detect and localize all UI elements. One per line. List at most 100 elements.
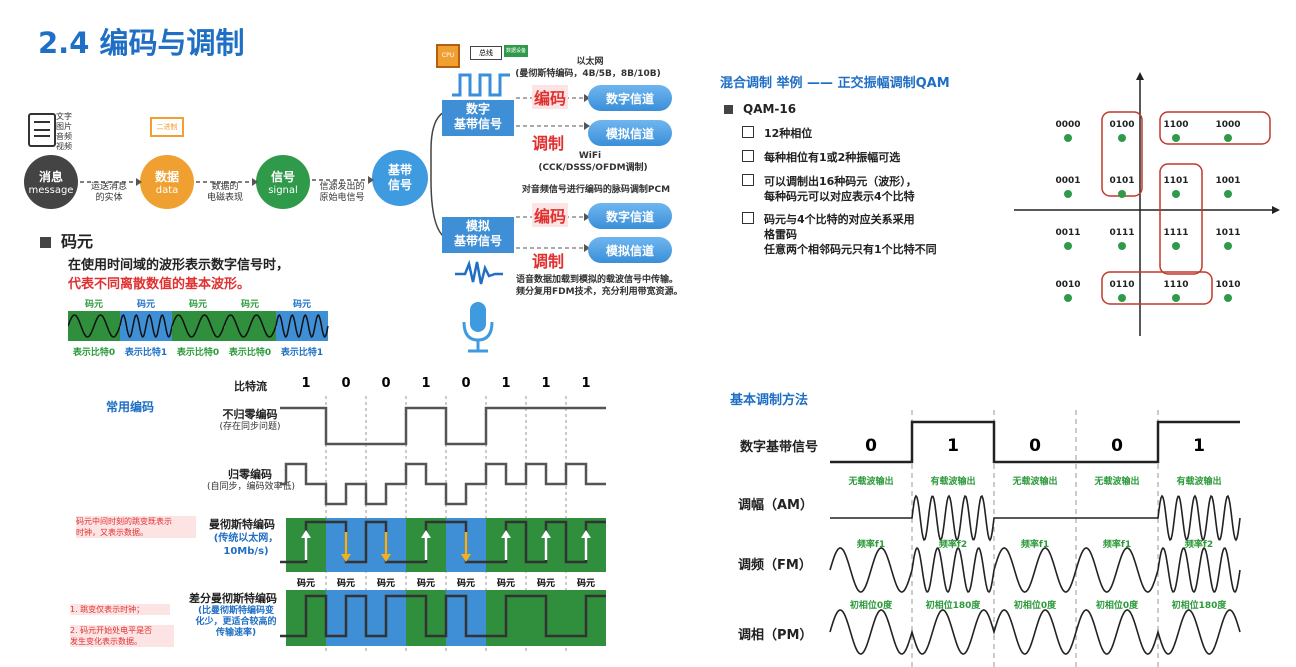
qam-point [1224, 242, 1232, 250]
arrowhead-icon [381, 554, 391, 562]
code-elem-bit: 表示比特0 [176, 348, 220, 358]
bit-value: 1 [581, 376, 591, 391]
mod-annotation: 初相位0度 [1013, 601, 1057, 611]
mod-annotation: 初相位0度 [1095, 601, 1139, 611]
message-en: message [28, 185, 74, 196]
data-en: data [155, 185, 179, 196]
nrz-waveform [280, 406, 606, 446]
modulate-label-1: 调制 [532, 134, 565, 153]
mod-annotation: 频率f1 [1020, 540, 1050, 550]
qam-point [1172, 242, 1180, 250]
qam-point-label: 1011 [1215, 228, 1241, 238]
cpu-icon: CPU [436, 44, 460, 68]
ethernet-label: 以太网 [576, 57, 604, 67]
code-elem-wave [275, 314, 329, 338]
bit-value: 0 [381, 376, 391, 391]
qam-point-label: 0111 [1109, 228, 1135, 238]
checkbox-square-icon [742, 150, 754, 162]
code-elem-wave [68, 314, 121, 338]
diff-side-1: 1. 跳变仅表示时钟； [70, 604, 170, 615]
arrowhead-icon [341, 554, 351, 562]
qam-constellation [1014, 72, 1280, 336]
checkbox-square-icon [742, 174, 754, 186]
ethernet-codes: (曼彻斯特编码，4B/5B，8B/10B) [515, 69, 661, 79]
code-unit-label: 码元 [576, 579, 595, 589]
fm-waveform [829, 546, 1241, 594]
qam-point-label: 0001 [1055, 176, 1081, 186]
y-arrow-icon [1136, 72, 1144, 80]
code-unit-label: 码元 [536, 579, 555, 589]
modulation-waveforms [829, 410, 1241, 667]
bit-value: 1 [541, 376, 551, 391]
qam-point-label: 0010 [1055, 280, 1081, 290]
fdm-note-2: 频分复用FDM技术，充分利用带宽资源。 [516, 287, 683, 297]
arrowhead-icon [541, 530, 551, 538]
qam-point [1224, 294, 1232, 302]
qam-point-label: 0000 [1055, 120, 1081, 130]
mod-annotation: 频率f1 [1102, 540, 1132, 550]
checkbox-square-icon [742, 212, 754, 224]
qam-item-text: 可以调制出16种码元（波形）， 每种码元可以对应表示4个比特 [764, 175, 917, 203]
code-elem-bit: 表示比特0 [72, 348, 116, 358]
qam-point [1118, 242, 1126, 250]
signal-zh: 信号 [270, 170, 295, 184]
analog-channel-1: 模拟信道 [588, 120, 672, 146]
encode-label-2: 编码 [532, 203, 569, 227]
code-unit-label: 码元 [416, 579, 435, 589]
code-elem-label: 码元 [136, 300, 155, 310]
mod-annotation: 初相位180度 [925, 601, 981, 611]
mod-annotation: 频率f1 [856, 540, 886, 550]
wifi-mod: (CCK/DSSS/OFDM调制) [538, 163, 648, 173]
qam-group-outline [1101, 271, 1213, 305]
qam-item: 12种相位 [742, 126, 812, 141]
manchester-note: (传统以太网， 10Mb/s) [213, 533, 279, 557]
mod-annotation: 无载波输出 [1012, 477, 1058, 487]
qam-group-outline [1159, 111, 1271, 145]
data-node: 数据 data [140, 155, 194, 209]
am-label: 调幅（AM） [738, 498, 813, 513]
code-elem-wave [171, 314, 225, 338]
signal-node: 信号 signal [256, 155, 310, 209]
digital-base-label: 数字基带信号 [740, 440, 819, 455]
qam-point [1118, 134, 1126, 142]
qam-item-text: 12种相位 [764, 127, 813, 140]
mod-annotation: 无载波输出 [848, 477, 894, 487]
qam-point-label: 1010 [1215, 280, 1241, 290]
bullet-square-icon [40, 237, 51, 248]
qam-group-outline [1159, 163, 1203, 275]
bitstream-label: 比特流 [234, 380, 267, 393]
wifi-label: WiFi [578, 151, 602, 161]
bus-label: 总线 [470, 46, 502, 60]
code-elem-desc-2: 代表不同离散数值的基本波形。 [68, 277, 251, 292]
rz-waveform [280, 462, 606, 506]
data-zh: 数据 [154, 170, 179, 184]
code-elem-bit: 表示比特1 [280, 348, 324, 358]
mod-annotation: 有载波输出 [1176, 477, 1222, 487]
qam-item: 每种相位有1或2种振幅可选 [742, 150, 900, 165]
qam-point-label: 1101 [1163, 176, 1189, 186]
qam-point [1064, 190, 1072, 198]
code-unit-label: 码元 [296, 579, 315, 589]
mod-annotation: 频率f2 [938, 540, 968, 550]
message-zh: 消息 [38, 170, 63, 184]
qam-point [1064, 294, 1072, 302]
code-elem-heading: 码元 [40, 228, 93, 252]
arrowhead-icon [501, 530, 511, 538]
mod-bit: 0 [1029, 436, 1041, 456]
mod-annotation: 无载波输出 [1094, 477, 1140, 487]
mod-bit: 1 [1193, 436, 1205, 456]
mod-bit: 1 [947, 436, 959, 456]
qam-point-label: 1001 [1215, 176, 1241, 186]
device-icon: 数据设备 [504, 45, 528, 57]
rz-label: 归零编码 [228, 468, 272, 481]
qam-point [1224, 190, 1232, 198]
qam-point [1172, 190, 1180, 198]
x-arrow-icon [1272, 206, 1280, 214]
baseband-waveform [830, 420, 1240, 464]
mod-bit: 0 [1111, 436, 1123, 456]
code-elem-bit: 表示比特0 [228, 348, 272, 358]
qam-point [1172, 294, 1180, 302]
baseband-node: 基带 信号 [372, 150, 428, 206]
signal-en: signal [268, 185, 298, 196]
analog-channel-2: 模拟信道 [588, 237, 672, 263]
